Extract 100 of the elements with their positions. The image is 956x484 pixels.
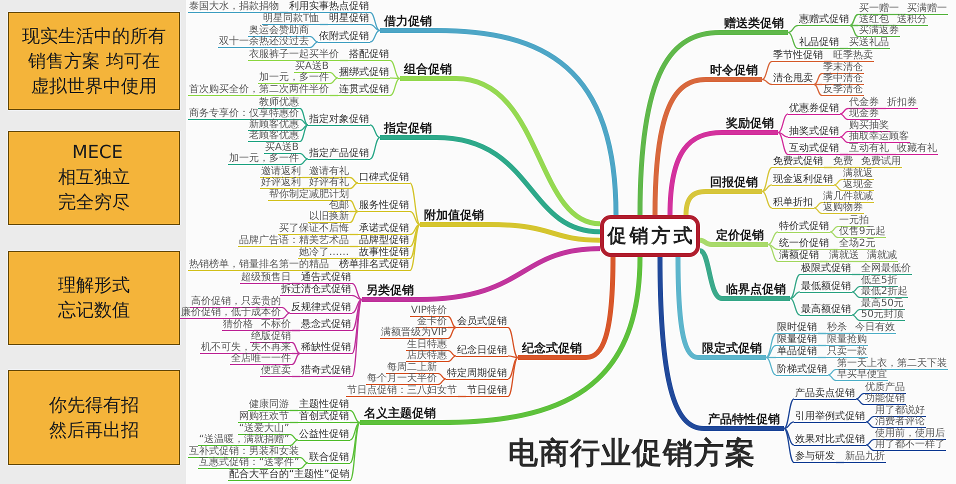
connector-line xyxy=(768,244,778,250)
subtopic-label: 互动有礼 xyxy=(848,144,890,155)
connector-line xyxy=(330,77,338,84)
connector-line xyxy=(866,438,874,446)
subtopic-label: 老顾客优惠 xyxy=(248,131,300,142)
connector-line xyxy=(370,30,380,43)
connector-line xyxy=(840,108,886,115)
connector-line xyxy=(766,332,776,358)
note-box: 理解形式忘记数值 xyxy=(8,251,180,345)
connector-line xyxy=(290,439,298,446)
subtopic-label: 今日有效 xyxy=(854,323,896,334)
subtopic-label: 早买早便宜 xyxy=(836,370,888,381)
connector-line xyxy=(390,60,400,80)
connector-line xyxy=(830,226,838,233)
connector-line xyxy=(410,224,420,260)
connector-line xyxy=(350,422,360,464)
connector-line xyxy=(458,396,466,398)
connector-line xyxy=(766,344,776,358)
connector-line xyxy=(788,32,798,50)
topic-label: 限时促销 xyxy=(776,323,818,334)
subtopic-label: 第一天上衣，第二天下装 xyxy=(836,359,948,370)
subtopic-label: 双十一余热还没过去 xyxy=(218,37,310,48)
subtopic-label: 免费试用 xyxy=(860,157,902,168)
connector-line xyxy=(768,244,778,262)
connector-line xyxy=(438,378,446,386)
connector-line xyxy=(784,421,794,430)
subtopic-label: 满就送 xyxy=(828,251,860,262)
subtopic-label: 送积分 xyxy=(896,15,928,26)
connector-line xyxy=(330,72,338,79)
branch-label: 指定促销 xyxy=(380,122,436,140)
branch-label: 纪念式促销 xyxy=(518,342,586,360)
connector-line xyxy=(448,350,456,357)
connector-line xyxy=(350,234,358,236)
subtopic-label: 用了都说好 xyxy=(874,406,926,417)
topic-label: 最低额促销 xyxy=(800,282,852,292)
branch-label: 借力促销 xyxy=(380,15,436,33)
subtopic-label: 用了都不一样了 xyxy=(874,440,946,451)
connector-line xyxy=(790,274,800,300)
connector-line xyxy=(300,462,308,470)
connector-line xyxy=(310,41,318,48)
branch-label: 名义主题促销 xyxy=(360,407,440,425)
connector-line xyxy=(834,178,842,186)
topic-label: 满额促销 xyxy=(778,251,820,262)
connector-line xyxy=(850,14,906,26)
connector-line xyxy=(866,444,874,452)
connector-line xyxy=(390,77,400,80)
connector-line xyxy=(350,410,360,424)
topic-label: 引用举例式促销 xyxy=(794,412,866,422)
connector-line xyxy=(300,118,308,126)
connector-line xyxy=(824,60,832,62)
connector-line xyxy=(292,376,300,378)
subtopic-label: 她冷了…… xyxy=(298,248,350,259)
subtopic-label: 泰国大水，捐款捐物 xyxy=(188,2,280,13)
topic-label: 猎奇式促销 xyxy=(300,366,352,377)
connector-line xyxy=(282,306,290,314)
subtopic-label: 消费者评论 xyxy=(874,417,926,428)
connector-line xyxy=(866,416,874,423)
connector-line xyxy=(352,299,362,354)
topic-label: 捆绑式促销 xyxy=(338,68,390,78)
connector-line xyxy=(300,158,308,166)
branch-label: 附加值促销 xyxy=(420,209,488,227)
subtopic-label: 满就减 xyxy=(866,251,898,262)
connector-line xyxy=(320,24,328,26)
connector-line xyxy=(410,182,420,226)
subtopic-label: 买满返券 xyxy=(858,26,900,37)
connector-line xyxy=(350,422,360,424)
subtopic-label: 季中清仓 xyxy=(822,74,864,85)
connector-line xyxy=(784,398,794,430)
connector-line xyxy=(254,330,300,332)
connector-line xyxy=(824,166,860,168)
subtopic-label: 满几件就减 xyxy=(822,192,874,203)
connector-line xyxy=(840,136,848,144)
subtopic-label: 50元封顶 xyxy=(860,310,905,321)
subtopic-label: 邀请返利 xyxy=(260,167,302,178)
subtopic-label: 帮你制定减肥计划 xyxy=(268,190,350,201)
connector-line xyxy=(352,282,362,300)
connector-line xyxy=(330,270,338,272)
topic-label: 公益性促销 xyxy=(298,430,350,440)
topic-label: 会员式促销 xyxy=(456,317,508,328)
branch-label: 定价促销 xyxy=(712,229,768,247)
connector-line xyxy=(370,24,380,32)
subtopic-label: 互补式促销：男装和女装 xyxy=(188,447,300,458)
connector-line xyxy=(300,152,308,160)
subtopic-label: 包邮 xyxy=(328,201,350,212)
subtopic-label: 仅售9元起 xyxy=(838,227,886,238)
connector-line xyxy=(784,428,794,464)
branch-ribbon xyxy=(436,28,618,216)
connector-line xyxy=(766,356,776,358)
topic-label: 季节性促销 xyxy=(772,51,824,62)
connector-line xyxy=(856,398,864,406)
central-topic-box: 促销方式 xyxy=(600,215,700,257)
connector-line xyxy=(350,210,358,224)
connector-line xyxy=(300,124,308,132)
connector-line xyxy=(762,184,772,192)
topic-label: 节日促销 xyxy=(466,386,508,397)
subtopic-label: 明星同款T恤 xyxy=(262,14,320,25)
subtopic-label: 反季清仓 xyxy=(822,85,864,96)
connector-line xyxy=(818,356,826,358)
subtopic-label: 互惠式促销：“送零件” xyxy=(198,458,300,469)
topic-label: 稀缺性促销 xyxy=(300,343,352,354)
